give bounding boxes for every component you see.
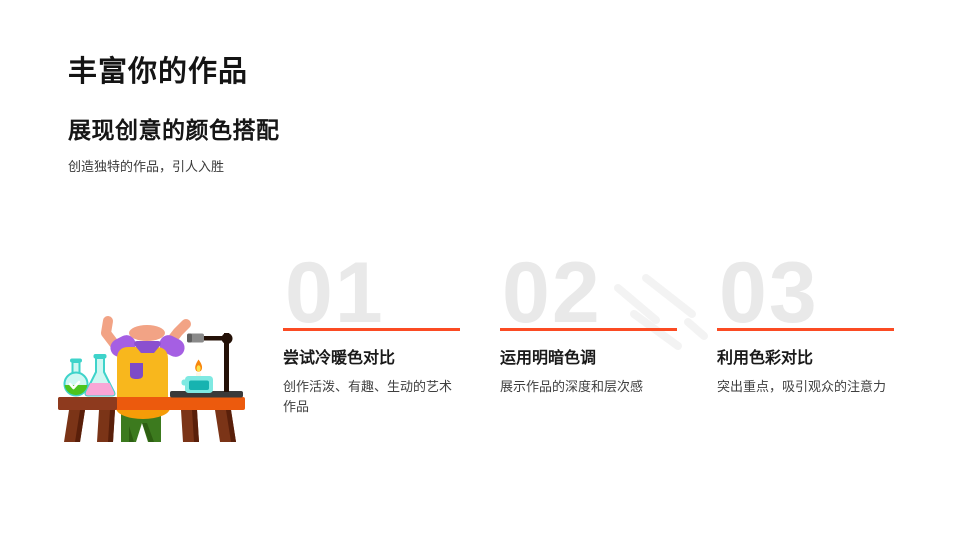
pink-liquid-shape: [85, 383, 115, 396]
lab-stand-icon: [187, 333, 233, 392]
page-title: 丰富你的作品: [68, 56, 249, 88]
step-heading: 运用明暗色调: [500, 350, 597, 367]
step-column-1: 01 尝试冷暖色对比 创作活泼、有趣、生动的艺术作品: [283, 245, 460, 416]
step-number: 02: [502, 245, 602, 341]
chemistry-illustration: [55, 296, 267, 446]
step-divider-line: [283, 328, 460, 331]
step-number: 01: [285, 245, 385, 341]
pocket-shape: [130, 363, 143, 379]
burner-icon: [181, 359, 213, 393]
step-body: 创作活泼、有趣、生动的艺术作品: [283, 379, 453, 414]
scientist-figure: [101, 316, 191, 400]
step-body: 展示作品的深度和层次感: [500, 379, 644, 394]
page-description: 创造独特的作品，引人入胜: [68, 159, 225, 174]
step-column-2: 02 运用明暗色调 展示作品的深度和层次感: [500, 245, 677, 397]
step-number: 03: [719, 245, 819, 341]
step-body: 突出重点，吸引观众的注意力: [717, 379, 887, 394]
collar-shape: [134, 341, 161, 353]
step-heading: 利用色彩对比: [717, 350, 814, 367]
step-divider-line: [717, 328, 894, 331]
chemistry-scene-icon: [58, 316, 245, 442]
green-liquid-shape: [64, 385, 88, 395]
lab-table: [58, 397, 245, 442]
step-divider-line: [500, 328, 677, 331]
flasks-icon: [63, 354, 116, 397]
head-shape: [129, 325, 165, 341]
step-column-3: 03 利用色彩对比 突出重点，吸引观众的注意力: [717, 245, 894, 397]
table-top-shadow: [58, 397, 117, 410]
page-subtitle: 展现创意的颜色搭配: [68, 117, 280, 143]
step-heading: 尝试冷暖色对比: [283, 350, 396, 367]
